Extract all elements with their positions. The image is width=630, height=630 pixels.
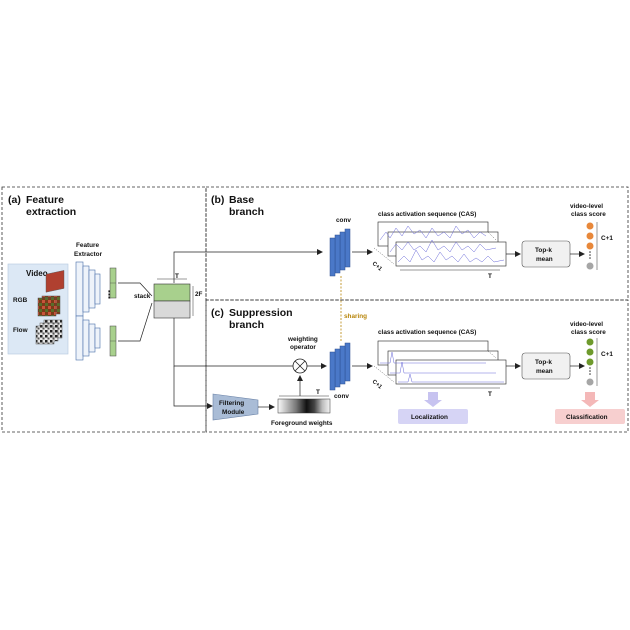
- base-branch-title-2: branch: [229, 206, 264, 218]
- base-score-label-2: class score: [571, 211, 606, 218]
- suppression-score-label-2: class score: [571, 329, 606, 336]
- suppression-cas-front: [395, 359, 507, 385]
- base-topk-label-2: mean: [536, 256, 553, 263]
- video-title: Video: [26, 269, 48, 278]
- suppression-cas-signal-mid: [390, 361, 496, 374]
- base-branch-letter: (b): [211, 194, 224, 206]
- foreground-t-label: T: [316, 389, 320, 396]
- base-branch-title-1: Base: [229, 194, 254, 206]
- stack-2f-label: 2F: [195, 291, 203, 298]
- feature-extraction-title-2: extraction: [26, 206, 76, 218]
- filtering-module-label-2: Module: [222, 409, 245, 416]
- suppression-score-label-1: video-level: [570, 321, 603, 328]
- base-conv-block: [329, 228, 351, 277]
- classification-label: Classification: [566, 414, 608, 421]
- stack-t-label: T: [175, 273, 179, 280]
- base-cas-front: [395, 241, 507, 267]
- suppression-cas-t-label: T: [488, 391, 492, 398]
- suppression-cas-signal-back: [380, 351, 486, 364]
- base-cas-t-label: T: [488, 273, 492, 280]
- base-cas-title: class activation sequence (CAS): [378, 211, 476, 218]
- sharing-label: sharing: [344, 313, 367, 320]
- suppression-topk-box: [521, 352, 571, 380]
- localization-arrow: [424, 392, 442, 407]
- filtering-module: [212, 393, 259, 421]
- base-score-c-label: C+1: [601, 235, 613, 242]
- suppression-branch-title-2: branch: [229, 319, 264, 331]
- flow-label: Flow: [13, 327, 28, 334]
- stacked-features-top: [153, 283, 191, 302]
- suppression-branch-letter: (c): [211, 307, 224, 319]
- suppression-topk-label-1: Top-k: [535, 359, 552, 366]
- base-score-dots: [586, 222, 594, 270]
- suppression-conv-block: [329, 342, 351, 391]
- base-topk-label-1: Top-k: [535, 247, 552, 254]
- base-conv-label: conv: [336, 217, 351, 224]
- feature-extractor-top: [75, 261, 101, 317]
- feature-extractor-label-2: Extractor: [74, 251, 103, 258]
- rgb-label: RGB: [13, 297, 28, 304]
- base-cas-signal-mid: [389, 239, 497, 253]
- stacked-features-bottom: [153, 300, 191, 319]
- weighting-label-1: weighting: [287, 336, 318, 343]
- foreground-weights-label: Foreground weights: [271, 420, 333, 427]
- feature-extractor-label-1: Feature: [76, 242, 100, 249]
- weighting-operator: [292, 358, 308, 374]
- suppression-score-dots: [586, 338, 594, 386]
- feature-extractor-bottom: [75, 315, 101, 361]
- stack-label: stack: [134, 293, 151, 300]
- rgb-frames: [37, 270, 65, 317]
- base-cas-signal-front: [397, 249, 505, 263]
- weighting-label-2: operator: [290, 344, 316, 351]
- base-cas-signal-back: [379, 225, 487, 241]
- flow-frames: [35, 319, 63, 345]
- foreground-weights-bar: [277, 398, 331, 414]
- localization-box: [398, 409, 468, 424]
- localization-label: Localization: [411, 414, 448, 421]
- base-cas-c-label: C+1: [371, 261, 384, 273]
- suppression-conv-label: conv: [334, 393, 349, 400]
- feature-extraction-title-1: Feature: [26, 194, 64, 206]
- suppression-topk-label-2: mean: [536, 368, 553, 375]
- feature-dots: ⋮: [104, 289, 115, 301]
- feature-extraction-letter: (a): [8, 194, 21, 206]
- feature-extraction-frame: [1, 186, 207, 433]
- suppression-branch-title-1: Suppression: [229, 307, 293, 319]
- suppression-cas-c-label: C+1: [371, 379, 384, 391]
- classification-arrow: [581, 392, 599, 407]
- base-topk-box: [521, 240, 571, 268]
- classification-box: [555, 409, 625, 424]
- filtering-module-label-1: Filtering: [219, 400, 244, 407]
- suppression-score-c-label: C+1: [601, 351, 613, 358]
- suppression-cas-title: class activation sequence (CAS): [378, 329, 476, 336]
- base-score-label-1: video-level: [570, 203, 603, 210]
- suppression-cas-signal-front: [398, 373, 504, 383]
